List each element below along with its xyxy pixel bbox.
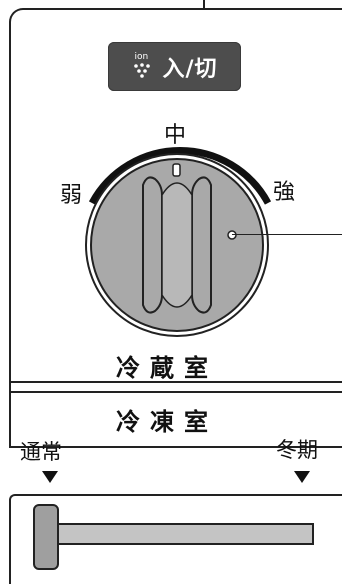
refrigerator-temperature-dial[interactable] bbox=[80, 145, 280, 345]
freezer-slider[interactable] bbox=[30, 500, 330, 570]
divider bbox=[9, 381, 342, 383]
divider bbox=[9, 391, 342, 393]
normal-marker-triangle-icon bbox=[42, 471, 58, 483]
freezer-label-winter: 冬期 bbox=[276, 438, 318, 462]
dial-label-strong: 強 bbox=[273, 180, 296, 205]
leader-line-right bbox=[232, 234, 342, 235]
dial-range-arc bbox=[88, 147, 272, 205]
dial-pointer-mark bbox=[172, 163, 181, 177]
slider-track bbox=[49, 523, 314, 545]
leader-endpoint-dot bbox=[227, 230, 237, 240]
slider-handle[interactable] bbox=[33, 504, 59, 570]
dial-label-weak: 弱 bbox=[60, 183, 83, 208]
dial-label-medium: 中 bbox=[164, 123, 187, 148]
ion-sparkle-icon: ion bbox=[131, 52, 153, 82]
freezer-label-normal: 通常 bbox=[20, 440, 62, 464]
dial-grip-right bbox=[191, 176, 212, 314]
freezer-compartment-label: 冷凍室 bbox=[116, 408, 218, 436]
dial-grip-left bbox=[142, 176, 163, 314]
dial-grip-center bbox=[161, 182, 193, 308]
power-button-label: 入/切 bbox=[162, 56, 218, 82]
winter-marker-triangle-icon bbox=[294, 471, 310, 483]
fridge-compartment-label: 冷蔵室 bbox=[116, 354, 218, 382]
power-button[interactable]: ion 入/切 bbox=[108, 42, 241, 91]
